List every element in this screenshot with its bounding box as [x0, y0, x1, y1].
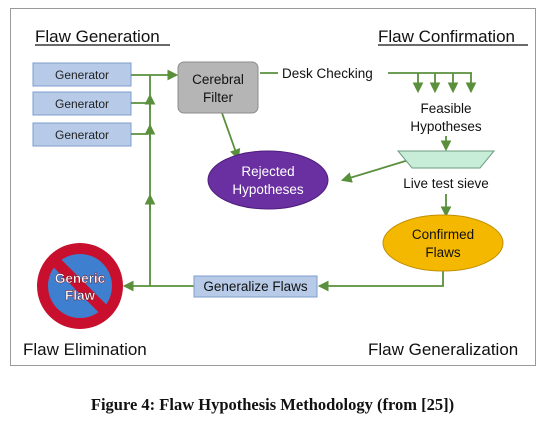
filter-to-rejected-arrow	[221, 112, 241, 161]
generator-label-2: Generator	[55, 97, 109, 111]
figure-caption: Figure 4: Flaw Hypothesis Methodology (f…	[90, 395, 455, 414]
rejected-hypotheses-line2: Hypotheses	[232, 182, 304, 197]
generalize-flaws-box	[193, 275, 318, 298]
live-test-sieve-label: Live test sieve	[403, 176, 489, 191]
generator-label-1: Generator	[55, 68, 109, 82]
confirmed-flaws-line2: Flaws	[425, 245, 461, 260]
sieve-to-rejected-arrow	[340, 158, 413, 183]
cerebral-filter-label-line2: Filter	[203, 90, 234, 105]
confirmed-to-generalize-arrow	[317, 268, 444, 292]
live-test-sieve-shape	[396, 150, 496, 169]
cerebral-filter-box	[177, 61, 259, 114]
feasible-hypotheses-line2: Hypotheses	[410, 119, 482, 134]
confirmed-flaws-ellipse	[382, 214, 504, 272]
flaw-confirmation-heading: Flaw Confirmation	[378, 27, 515, 46]
rejected-hypotheses-ellipse	[207, 150, 329, 210]
generic-flaw-line1: Generic	[55, 271, 106, 286]
flaw-generation-heading: Flaw Generation	[35, 27, 160, 46]
desk-checking-label: Desk Checking	[282, 66, 373, 81]
generic-flaw-prohibition-icon	[37, 243, 123, 329]
generator-label-3: Generator	[55, 128, 109, 142]
feasible-hypotheses-line1: Feasible	[420, 101, 471, 116]
confirmed-flaws-line1: Confirmed	[412, 227, 474, 242]
rejected-hypotheses-line1: Rejected	[241, 164, 294, 179]
flaw-generalization-heading: Flaw Generalization	[368, 340, 518, 359]
flaw-elimination-heading: Flaw Elimination	[23, 340, 147, 359]
generic-flaw-line2: Flaw	[65, 288, 96, 303]
generalize-flaws-label: Generalize Flaws	[203, 279, 308, 294]
cerebral-filter-label-line1: Cerebral	[192, 72, 244, 87]
